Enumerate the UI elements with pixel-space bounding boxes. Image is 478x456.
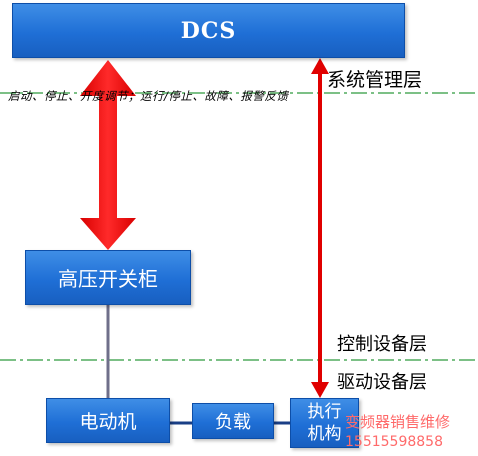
watermark-text: 变频器销售维修 [345, 413, 451, 431]
switchgear-box: 高压开关柜 [25, 250, 191, 305]
dcs-switchgear-arrow [80, 60, 136, 250]
system-layer-label: 系统管理层 [327, 69, 423, 91]
watermark-phone: 15515598858 [345, 434, 443, 450]
actuator-box: 执行 机构 [290, 398, 359, 448]
dcs-box: DCS [12, 3, 405, 58]
motor-box: 电动机 [46, 398, 170, 443]
motor-label: 电动机 [79, 411, 137, 433]
load-box: 负载 [192, 403, 274, 439]
actuator-label-line1: 执行 [307, 402, 342, 422]
drive-layer-label: 驱动设备层 [337, 372, 427, 393]
actuator-label-line2: 机构 [307, 424, 342, 444]
watermark: 变频器销售维修 15515598858 [345, 412, 450, 452]
load-label: 负载 [215, 412, 251, 433]
control-layer-label: 控制设备层 [337, 334, 427, 355]
dcs-label: DCS [180, 17, 237, 44]
dcs-actuator-arrow [311, 58, 329, 398]
switchgear-label: 高压开关柜 [58, 267, 158, 291]
signals-text: 启动、停止、开度调节；运行/停止、故障、报警反馈 [8, 89, 289, 103]
